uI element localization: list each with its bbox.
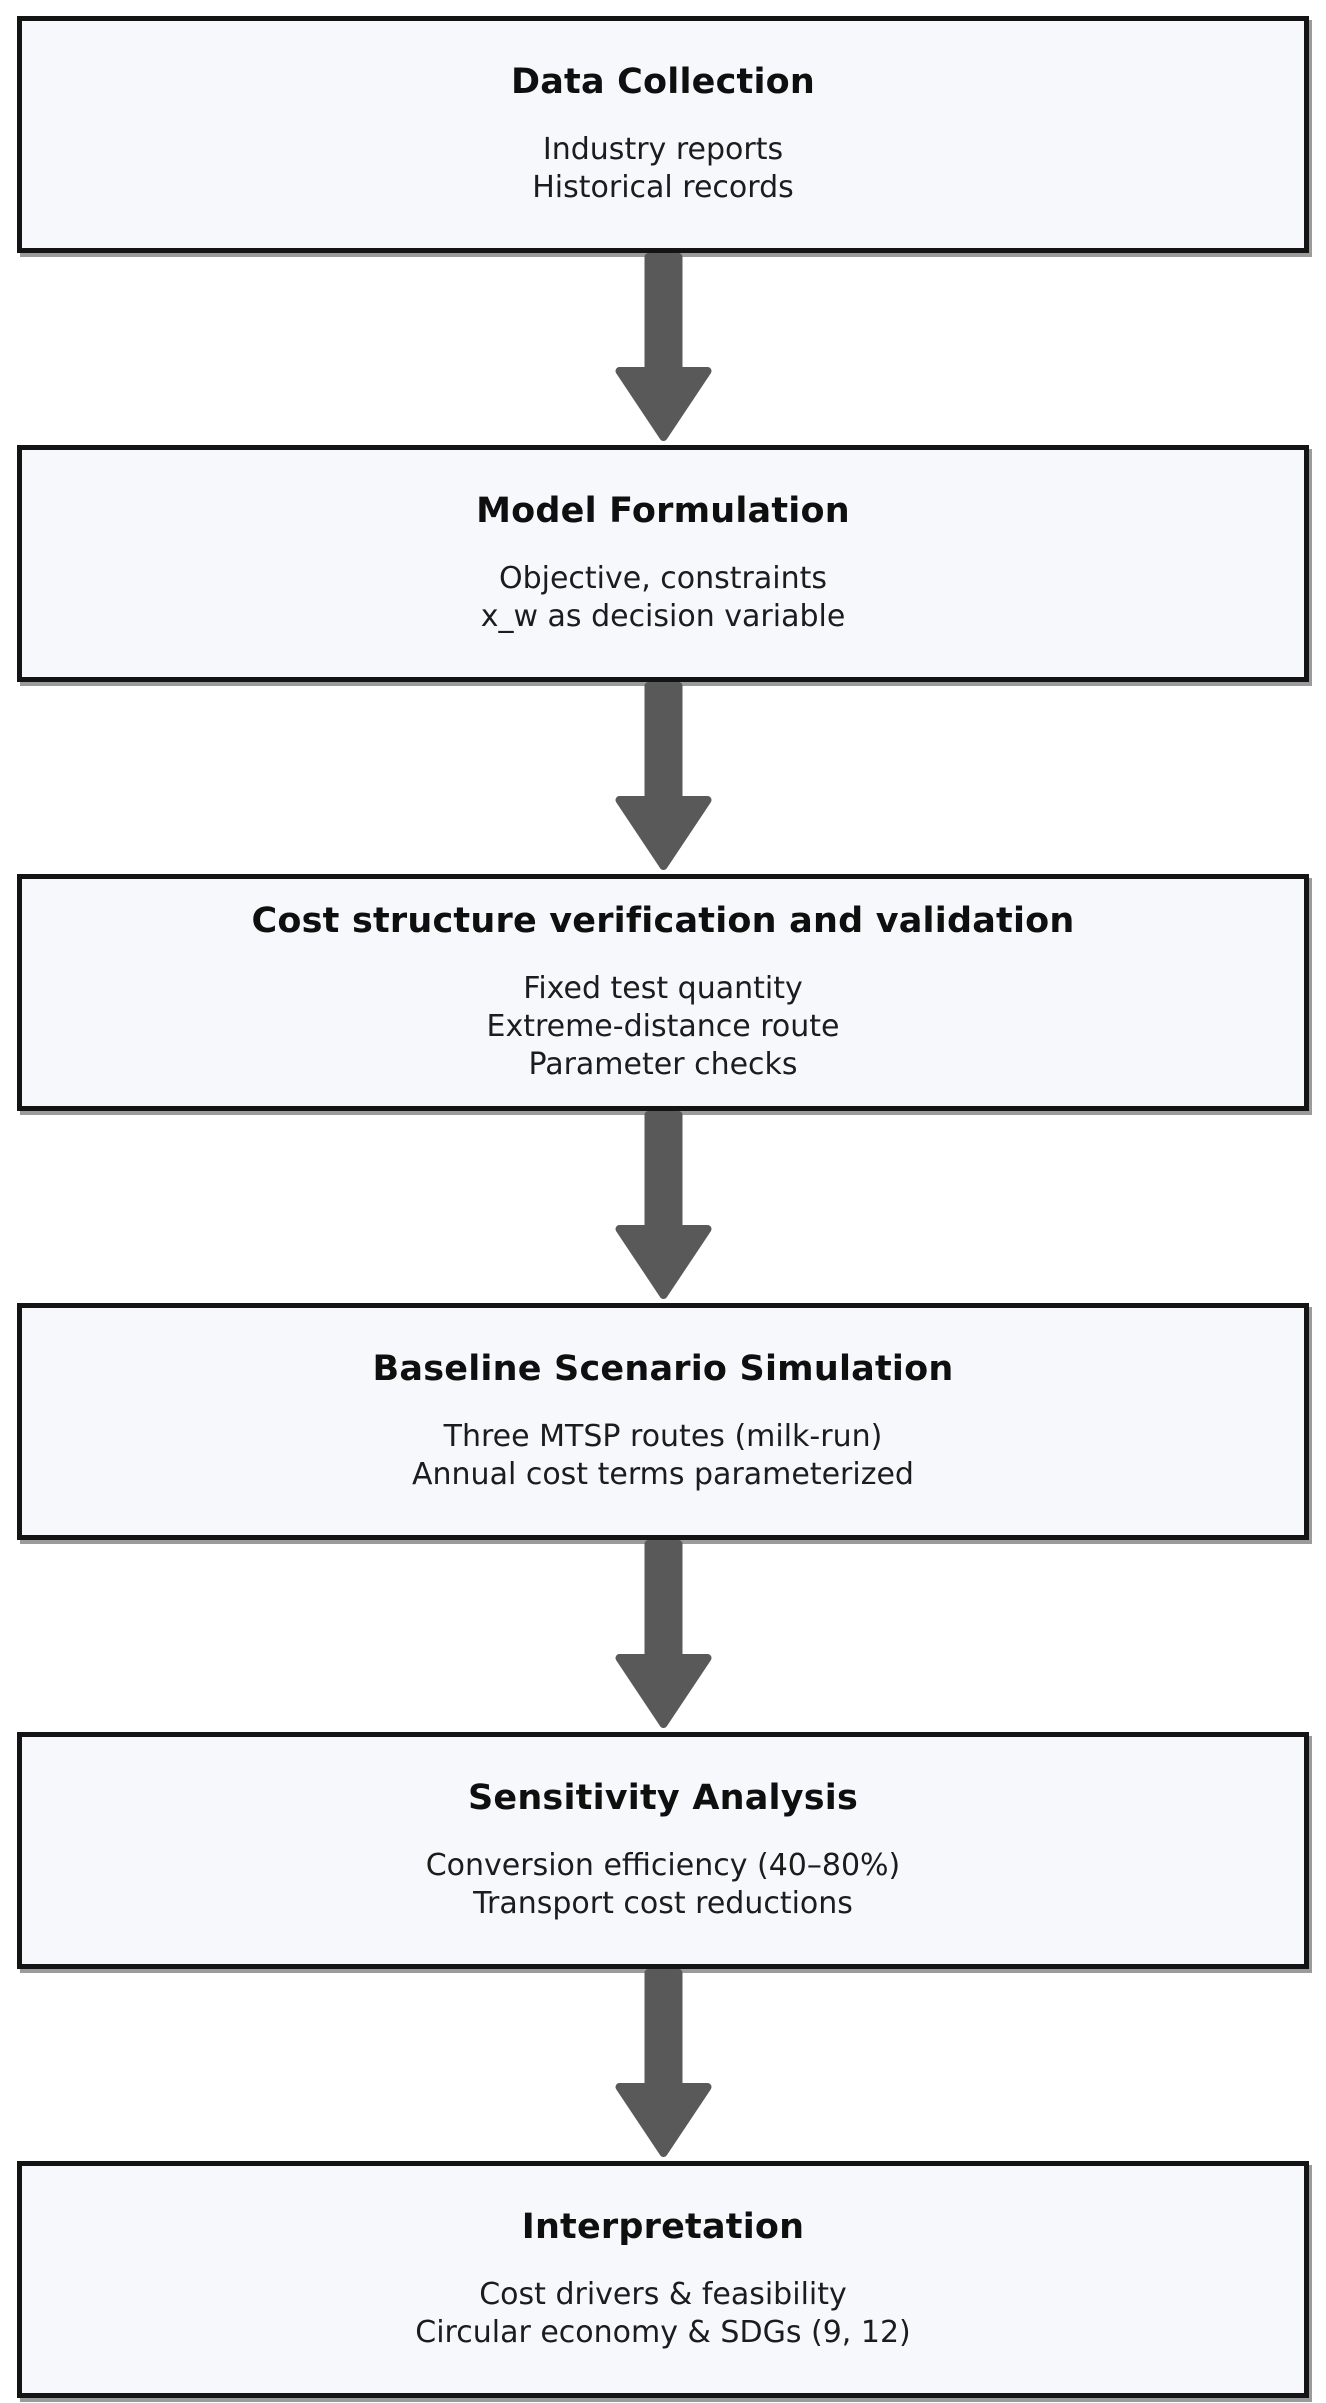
step-title: Model Formulation [476,491,850,532]
step-title: Baseline Scenario Simulation [372,1349,954,1390]
connector [0,682,1326,874]
step-detail: x_w as decision variable [480,598,846,634]
step-detail: Transport cost reductions [473,1885,853,1921]
step-detail: Conversion efficiency (40–80%) [425,1847,901,1883]
down-arrow-icon [615,1969,711,2157]
connector [0,253,1326,445]
step-detail: Industry reports [542,131,784,167]
step-box-baseline-scenario-simulation: Baseline Scenario Simulation Three MTSP … [17,1303,1309,1540]
step-title: Cost structure verification and validati… [251,901,1075,942]
connector [0,1111,1326,1303]
step-detail: Objective, constraints [498,560,828,596]
step-box-sensitivity-analysis: Sensitivity Analysis Conversion efficien… [17,1732,1309,1969]
step-box-data-collection: Data Collection Industry reports Histori… [17,16,1309,253]
step-detail: Three MTSP routes (milk-run) [443,1418,883,1454]
step-detail: Annual cost terms parameterized [412,1456,914,1492]
step-detail: Extreme-distance route [486,1008,840,1044]
down-arrow-icon [615,253,711,441]
down-arrow-icon [615,1111,711,1299]
step-box-model-formulation: Model Formulation Objective, constraints… [17,445,1309,682]
connector [0,1540,1326,1732]
step-detail: Cost drivers & feasibility [479,2276,847,2312]
connector [0,1969,1326,2161]
step-detail: Parameter checks [528,1046,798,1082]
step-detail: Historical records [532,169,794,205]
step-detail: Circular economy & SDGs (9, 12) [415,2314,911,2350]
step-title: Sensitivity Analysis [467,1778,859,1819]
down-arrow-icon [615,1540,711,1728]
step-box-interpretation: Interpretation Cost drivers & feasibilit… [17,2161,1309,2398]
step-title: Data Collection [510,62,816,103]
step-detail: Fixed test quantity [523,970,803,1006]
down-arrow-icon [615,682,711,870]
step-box-cost-structure-verification: Cost structure verification and validati… [17,874,1309,1111]
step-title: Interpretation [521,2207,805,2248]
